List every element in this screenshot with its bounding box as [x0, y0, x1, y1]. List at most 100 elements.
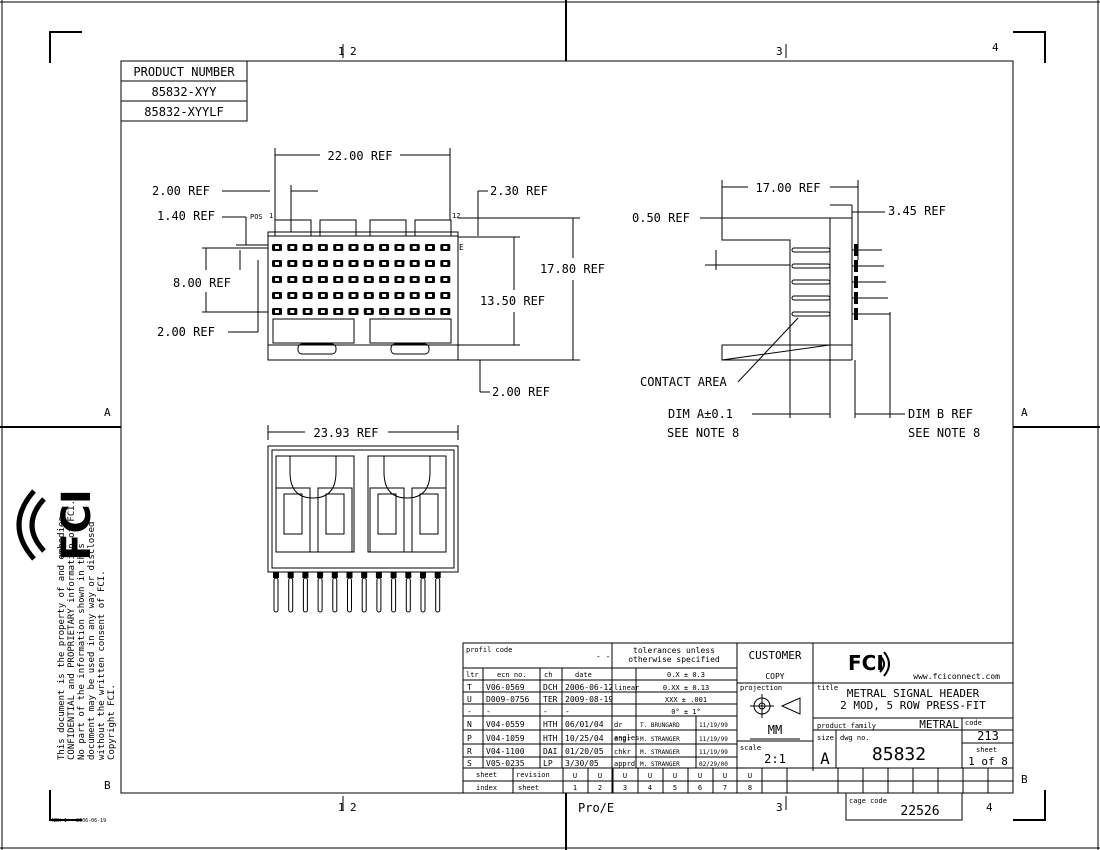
index-revision-cell: U: [698, 772, 702, 780]
revision-cell: 10/25/04: [565, 734, 604, 743]
copy-label: COPY: [765, 672, 784, 681]
tol-value-4: 0° ± 1°: [671, 708, 701, 716]
projection-label: projection: [740, 684, 782, 692]
fci-logo: FCI: [16, 489, 100, 561]
side-tail: [854, 292, 858, 304]
front-pin-hole: [275, 278, 279, 281]
side-contact: [791, 279, 831, 285]
fci-title-logo-text: FCI: [848, 651, 884, 675]
front-view-dimensions: 22.00 REF 2.00 REF 1.40 REF POS 1 12 E 8…: [152, 148, 605, 399]
product-family-value: METRAL: [919, 718, 959, 731]
front-pin-hole: [290, 278, 295, 281]
front-pin-hole: [290, 310, 295, 313]
side-contact: [791, 247, 831, 253]
bottom-pin-base: [434, 572, 441, 578]
front-pin-hole: [305, 310, 310, 313]
front-pin-hole: [336, 294, 341, 297]
dim-a-note: SEE NOTE 8: [667, 426, 739, 440]
notice-line-1: This document is the property of and emb…: [57, 516, 67, 760]
dim-17-80-ref: 17.80 REF: [540, 262, 605, 276]
bottom-pin-base: [375, 572, 382, 578]
bottom-pin-base: [331, 572, 338, 578]
product-family-label: product family: [817, 722, 876, 730]
side-tail: [854, 308, 858, 320]
revision-cell: V04-1059: [486, 734, 525, 743]
revision-cell: DAI: [543, 747, 558, 756]
index-sheet-label: sheet: [476, 771, 497, 779]
zone-bottom-3: 3: [776, 801, 783, 814]
signer-role: engr: [614, 735, 631, 743]
dim-17-00-ref: 17.00 REF: [755, 181, 820, 195]
front-pin-hole: [275, 310, 279, 313]
bottom-pin: [317, 577, 323, 613]
front-pin-hole: [366, 310, 371, 313]
bottom-pin: [302, 577, 308, 613]
product-number-table: PRODUCT NUMBER 85832-XYY 85832-XYYLF: [120, 60, 248, 122]
side-tail: [854, 244, 858, 256]
row-letter-e: E: [459, 243, 464, 252]
side-view: [721, 204, 891, 418]
front-pin-hole: [412, 278, 417, 281]
scale-label: scale: [740, 744, 761, 752]
signer-date: 11/19/99: [699, 722, 728, 729]
front-pin-hole: [290, 262, 295, 265]
front-pin-hole: [443, 262, 448, 265]
dim-0-50-ref: 0.50 REF: [632, 211, 690, 225]
front-pin-hole: [305, 262, 310, 265]
notice-line-3: No part of the information shown in this: [77, 543, 87, 760]
index-sheet-cell: 3: [623, 784, 627, 792]
front-pin-hole: [275, 294, 279, 297]
index-sheet-cell: 8: [748, 784, 752, 792]
revision-cell: LP: [543, 759, 553, 768]
index-revision-cell: U: [673, 772, 677, 780]
index-revision-cell: U: [598, 772, 602, 780]
dim-2-30-ref: 2.30 REF: [490, 184, 548, 198]
revision-cell: -: [467, 707, 472, 716]
scale-value: 2:1: [764, 752, 786, 766]
front-pin-hole: [351, 246, 356, 249]
signer-name: T. BRUNGARD: [640, 722, 680, 729]
front-pin-hole: [382, 294, 387, 297]
zone-right-a: A: [1021, 406, 1028, 419]
index-sheet-cell: 1: [573, 784, 577, 792]
cage-code-box: cage code 22526: [845, 792, 963, 821]
front-pin-hole: [412, 310, 417, 313]
title-line-2: 2 MOD, 5 ROW PRESS-FIT: [840, 699, 986, 712]
front-pin-hole: [305, 294, 310, 297]
sheet-value: 1 of 8: [968, 755, 1008, 768]
product-number-row-1: 85832-XYY: [151, 85, 217, 99]
front-pin-hole: [290, 246, 295, 249]
front-pin-hole: [366, 246, 371, 249]
revision-cell: 06/01/04: [565, 720, 604, 729]
pos-number-12: 12: [452, 212, 460, 220]
website: www.fciconnect.com: [913, 672, 1000, 681]
signer-name: M. STRANGER: [640, 761, 680, 768]
front-pin-hole: [443, 278, 448, 281]
revision-cell: HTH: [543, 734, 558, 743]
front-pin-hole: [443, 246, 448, 249]
front-pin-hole: [397, 310, 402, 313]
tolerances-line-2: otherwise specified: [628, 655, 720, 664]
title-label: title: [817, 684, 838, 692]
front-pin-hole: [320, 262, 325, 265]
sheet-label: sheet: [976, 746, 997, 754]
bottom-pins: [273, 572, 441, 613]
zone-top-3: 3: [776, 45, 783, 58]
pos-number-1: 1: [269, 212, 273, 220]
bottom-pin-base: [317, 572, 324, 578]
revision-cell: P: [467, 734, 472, 743]
revision-cell: -: [543, 707, 548, 716]
dim-b-note: SEE NOTE 8: [908, 426, 980, 440]
dim-23-93-ref: 23.93 REF: [313, 426, 378, 440]
signer-name: M. STRANGER: [640, 749, 680, 756]
dwg-no-label: dwg no.: [840, 734, 870, 742]
front-pin-hole: [336, 246, 341, 249]
revision-cell: 01/20/05: [565, 747, 604, 756]
signer-role: dr: [614, 721, 622, 729]
contact-area-label: CONTACT AREA: [640, 375, 727, 389]
index-sheet-cell: 4: [648, 784, 652, 792]
bottom-pin: [332, 577, 338, 613]
front-pin-hole: [428, 262, 432, 265]
